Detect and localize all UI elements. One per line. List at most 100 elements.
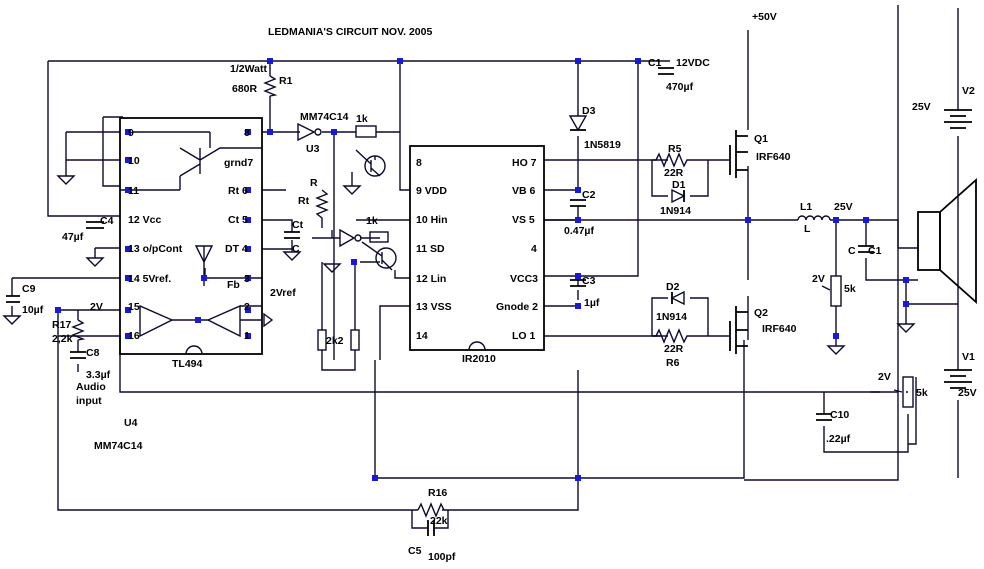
ir2010-pin-4: 4: [531, 243, 537, 255]
label-c5-value: 100pf: [428, 551, 456, 563]
component-labels: 1/2Watt R1 680R MM74C14 1k U3 R Rt Ct 1k…: [22, 11, 977, 563]
label-l1: L1: [800, 201, 812, 213]
label-c1-top-value: 470µf: [666, 81, 694, 93]
label-r1-value: 680R: [232, 83, 258, 95]
label-c10-value: .22µf: [826, 433, 851, 445]
ir2010-pin-9: 9 VDD: [416, 185, 447, 197]
ir2010-notch: [468, 341, 486, 351]
tl494-pin-9: 9: [128, 127, 134, 139]
wires: [11, 5, 959, 511]
ir2010-pin-13: 13 VSS: [416, 301, 452, 313]
label-c8: C8: [86, 347, 100, 359]
label-c1-top: C1: [648, 57, 662, 69]
label-battery-v1: V1: [962, 351, 975, 363]
label-2v-pot1: 2V: [812, 273, 825, 285]
label-c-out: C: [848, 245, 856, 257]
label-r1: R1: [279, 75, 293, 87]
label-input: input: [76, 395, 102, 407]
ir2010-name: IR2010: [462, 353, 496, 365]
tl494-labels: 9 10 11 12 Vcc 13 o/pCont 14 5Vref. 15 1…: [128, 127, 253, 370]
label-c3-value: 1µf: [584, 297, 600, 309]
label-c5: C5: [408, 545, 422, 557]
label-ct: Ct: [292, 219, 304, 231]
ir2010-pin-7: HO 7: [512, 157, 537, 169]
tl494-pin-1: 1: [244, 330, 250, 342]
label-mm74c14-top: MM74C14: [300, 111, 349, 123]
tl494-pin-4: DT 4: [225, 243, 248, 255]
label-l: L: [804, 223, 811, 235]
label-1k-top: 1k: [356, 113, 368, 125]
ir2010-pin-14: 14: [416, 330, 428, 342]
label-r5: R5: [668, 143, 682, 155]
label-battery-v2: V2: [962, 85, 975, 97]
ir2010-pin-12: 12 Lin: [416, 273, 446, 285]
label-25v-bottom: 25V: [958, 387, 977, 399]
ir2010-pin-6: VB 6: [512, 185, 536, 197]
tl494-fb-label: Fb: [227, 279, 240, 291]
ir2010-pin-8: 8: [416, 157, 422, 169]
label-c4: C4: [100, 215, 114, 227]
resistors: [71, 75, 914, 518]
label-2vref: 2Vref: [270, 287, 296, 299]
label-r6: R6: [666, 357, 680, 369]
label-pot1: 5k: [844, 283, 856, 295]
label-c10: C10: [830, 409, 849, 421]
tl494-pin-3: 3: [244, 273, 250, 285]
label-r16: R16: [428, 487, 447, 499]
label-r5-value: 22R: [664, 167, 684, 179]
label-c: C: [292, 243, 300, 255]
label-mm74c14-bottom: MM74C14: [94, 440, 143, 452]
label-d1-value: 1N914: [660, 205, 691, 217]
label-c3: C3: [582, 275, 596, 287]
tl494-pin-14: 14 5Vref.: [128, 273, 171, 285]
ir2010-pin-2: Gnode 2: [496, 301, 538, 313]
label-r17: R17: [52, 319, 71, 331]
label-q1: Q1: [754, 133, 768, 145]
tl494-pin-5: Ct 5: [228, 214, 248, 226]
label-audio: Audio: [76, 381, 106, 393]
tl494-pin-2: 2: [244, 301, 250, 313]
label-rt: Rt: [298, 195, 310, 207]
mosfets: [729, 130, 748, 354]
label-d2-value: 1N914: [656, 311, 687, 323]
tl494-ic-body: [119, 117, 263, 355]
label-c4-value: 47µf: [62, 231, 84, 243]
label-r6-value: 22R: [664, 343, 684, 355]
label-d2: D2: [666, 281, 680, 293]
diodes: [568, 115, 686, 306]
label-25v-top: 25V: [912, 101, 931, 113]
label-r: R: [310, 177, 318, 189]
label-c2-value: 0.47µf: [564, 225, 594, 237]
label-q1-value: IRF640: [756, 151, 791, 163]
grounds: [2, 175, 916, 355]
tl494-pin-11: 11: [128, 185, 139, 197]
tl494-pin-6: Rt 6: [228, 185, 248, 197]
driver-internals: [297, 122, 397, 351]
label-u3: U3: [306, 143, 320, 155]
label-q2-value: IRF640: [762, 323, 797, 335]
label-c2: C2: [582, 189, 596, 201]
label-r17-value: 2,2k: [52, 333, 73, 345]
tl494-pin-7: grnd7: [224, 157, 253, 169]
label-2k2: 2k2: [326, 335, 344, 347]
label-12vdc: 12VDC: [676, 57, 710, 69]
label-25v-mid: 25V: [834, 201, 853, 213]
inductor-l1: [797, 215, 831, 221]
tl494-pin-15: 15: [128, 301, 140, 313]
label-2v-left: 2V: [90, 301, 103, 313]
tl494-internals: [120, 131, 262, 338]
capacitors: [6, 67, 874, 536]
ir2010-ic-body: [409, 145, 545, 351]
tl494-pin-8: 8: [244, 127, 250, 139]
label-c9: C9: [22, 283, 36, 295]
label-c8-value: 3.3µf: [86, 369, 111, 381]
tl494-pin-12: 12 Vcc: [128, 214, 161, 226]
label-50v: +50V: [752, 11, 777, 23]
label-pot2: 5k: [916, 387, 928, 399]
label-2v-pot2: 2V: [878, 371, 891, 383]
tl494-pin-13: 13 o/pCont: [128, 243, 183, 255]
label-q2: Q2: [754, 307, 768, 319]
batteries: [944, 109, 972, 389]
